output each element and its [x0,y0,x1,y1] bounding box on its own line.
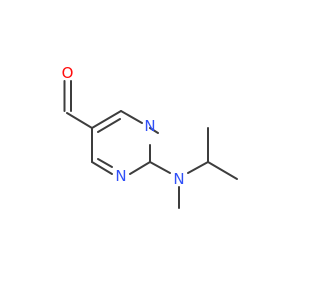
bond-c5-c4-inner [97,118,121,133]
bond-c4-n3 [120,110,143,124]
structure-canvas: O N N N [62,64,238,209]
bond-n1-c6 [91,161,113,175]
amine-nitrogen-label: N [173,170,184,188]
oxygen-label: O [62,64,74,82]
ring-nitrogen-label-bottom: N [115,167,126,185]
bond-ch-me2 [207,161,238,180]
bond-c2-namine [149,161,171,174]
bond-n-ch [187,161,209,174]
bond-c2-n1 [129,161,151,175]
bond-c5-c4 [91,110,122,129]
bond-group [63,80,238,209]
molecule-structure: O N N N [62,64,238,209]
bond-cho-c5 [66,112,93,129]
ring-nitrogen-label-top: N [144,117,155,135]
bond-n1-c6-inner [97,158,113,168]
bond-n3-c2-stub [149,127,159,134]
